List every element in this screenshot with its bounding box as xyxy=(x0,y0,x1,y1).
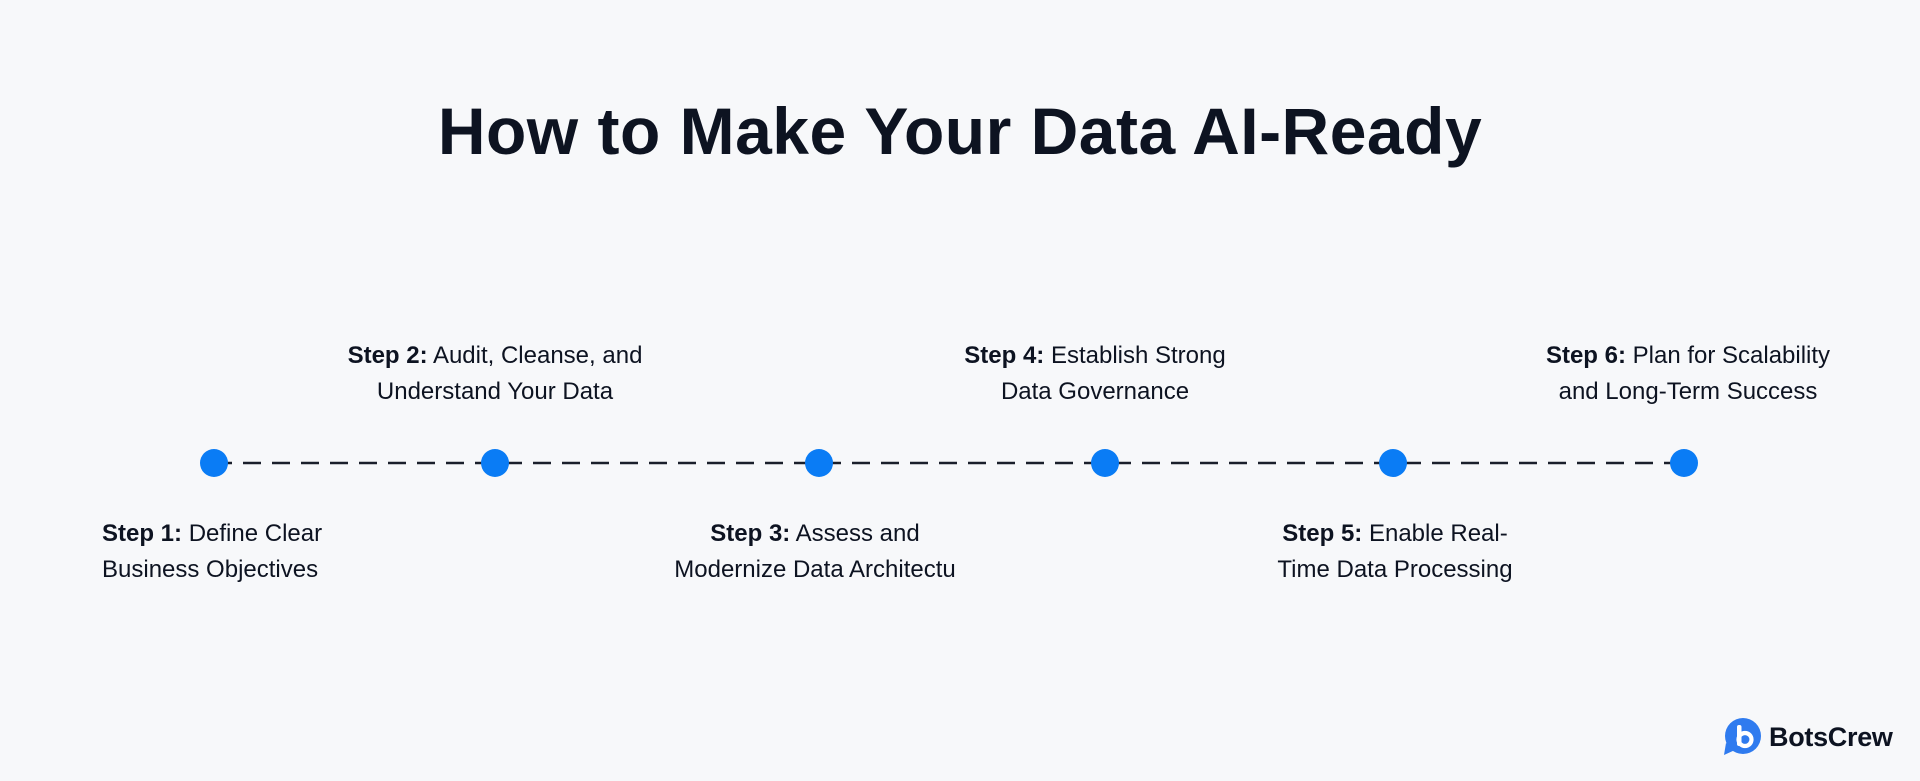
step-6-label: Step 6: Plan for Scalability and Long-Te… xyxy=(1523,338,1853,410)
step-3-title-line2: Modernize Data Architectu xyxy=(674,556,956,583)
step-5-title-line2: Time Data Processing xyxy=(1277,556,1513,583)
step-3-label: Step 3: Assess and Modernize Data Archit… xyxy=(650,516,980,588)
step-6-title-line1: Plan for Scalability xyxy=(1632,342,1831,369)
step-3-title-line1: Assess and xyxy=(795,520,920,547)
step-4-title-line1: Establish Strong xyxy=(1050,342,1226,369)
step-4-label: Step 4: Establish Strong Data Governance xyxy=(930,338,1260,410)
timeline-node-5 xyxy=(1379,449,1407,477)
step-4-number: Step 4: xyxy=(964,342,1045,369)
step-1-title-line2: Business Objectives xyxy=(102,556,319,583)
step-4-title-line2: Data Governance xyxy=(1000,378,1190,405)
step-5-number: Step 5: xyxy=(1282,520,1363,547)
timeline-node-4 xyxy=(1091,449,1119,477)
timeline-node-3 xyxy=(805,449,833,477)
step-2-title-line1: Audit, Cleanse, and xyxy=(432,342,643,369)
step-6-number: Step 6: xyxy=(1545,342,1626,369)
step-2-number: Step 2: xyxy=(347,342,428,369)
logo-wordmark: BotsCrew xyxy=(1769,721,1893,752)
timeline-node-2 xyxy=(481,449,509,477)
step-1-title-line1: Define Clear xyxy=(188,520,323,547)
step-5-title-line1: Enable Real- xyxy=(1368,520,1508,547)
step-3-number: Step 3: xyxy=(710,520,791,547)
step-5-label: Step 5: Enable Real- Time Data Processin… xyxy=(1230,516,1560,588)
botscrew-logo: BotsCrew xyxy=(1722,716,1893,758)
botscrew-b-chat-icon xyxy=(1724,718,1761,755)
page-title: How to Make Your Data AI-Ready xyxy=(437,94,1483,168)
timeline-node-1 xyxy=(200,449,228,477)
step-6-title-line2: and Long-Term Success xyxy=(1558,378,1818,405)
step-2-label: Step 2: Audit, Cleanse, and Understand Y… xyxy=(330,338,660,410)
timeline-node-6 xyxy=(1670,449,1698,477)
step-1-number: Step 1: xyxy=(102,520,183,547)
step-2-title-line2: Understand Your Data xyxy=(376,378,614,405)
step-1-label: Step 1: Define Clear Business Objectives xyxy=(102,516,432,588)
